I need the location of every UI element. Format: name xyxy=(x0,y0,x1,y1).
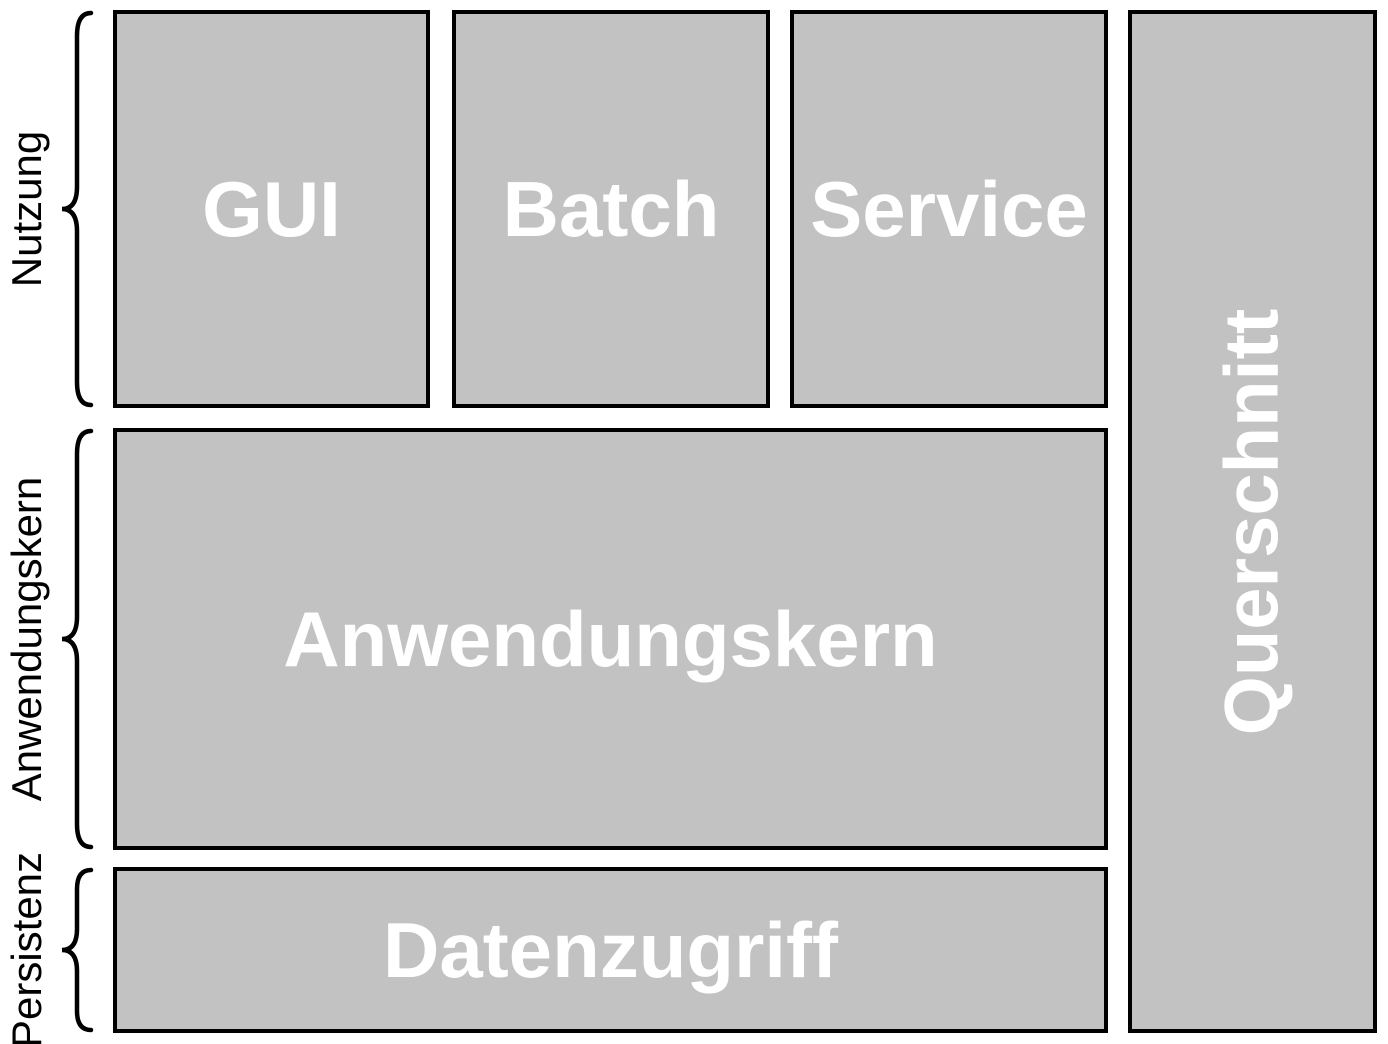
box-datenzugriff-label: Datenzugriff xyxy=(383,906,838,994)
layer-label-persistenz: Persistenz xyxy=(3,851,50,1044)
layer-label-anwendungskern: Anwendungskern xyxy=(3,476,50,802)
box-datenzugriff: Datenzugriff xyxy=(113,867,1108,1033)
nutzung-brace xyxy=(61,10,94,408)
box-querschnitt-label: Querschnitt xyxy=(1209,308,1295,735)
box-batch-label: Batch xyxy=(502,165,720,253)
persistenz-brace xyxy=(61,867,94,1033)
box-anwendungskern: Anwendungskern xyxy=(113,428,1108,850)
box-querschnitt: Querschnitt xyxy=(1128,10,1377,1033)
layer-label-nutzung: Nutzung xyxy=(3,130,50,288)
box-anwendungskern-label: Anwendungskern xyxy=(283,595,938,683)
box-batch: Batch xyxy=(452,10,770,408)
box-gui: GUI xyxy=(113,10,430,408)
box-service: Service xyxy=(790,10,1108,408)
box-gui-label: GUI xyxy=(202,165,341,253)
box-service-label: Service xyxy=(810,165,1088,253)
anwendungskern-brace xyxy=(61,428,94,850)
